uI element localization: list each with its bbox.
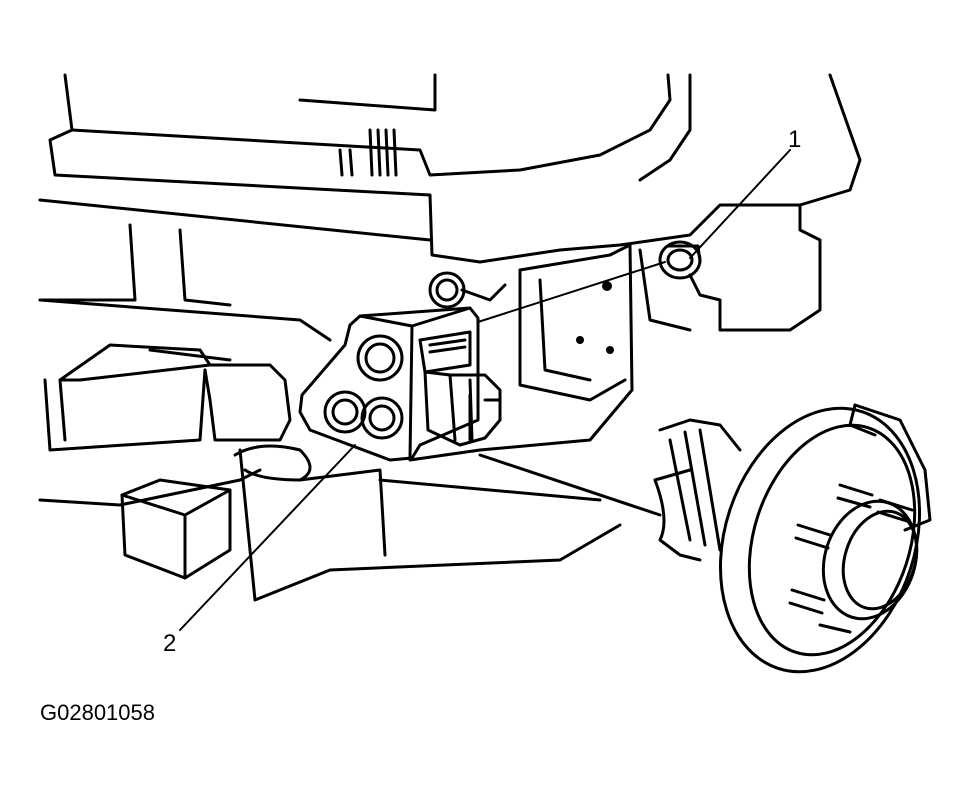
bracket-holes bbox=[576, 281, 614, 354]
left-chassis bbox=[40, 225, 620, 600]
sensor-bracket bbox=[300, 308, 478, 460]
hitch-receiver bbox=[122, 480, 230, 578]
callout-label-1: 1 bbox=[788, 126, 802, 153]
leader-line-2 bbox=[180, 445, 355, 630]
leader-line-axis bbox=[478, 262, 665, 322]
callout-label-2: 2 bbox=[163, 630, 177, 657]
axle-tube bbox=[480, 420, 740, 560]
body-panel bbox=[40, 75, 860, 262]
sensor-connector bbox=[420, 332, 500, 445]
frame-rail bbox=[410, 205, 820, 460]
brake-rotor bbox=[688, 382, 952, 697]
fastener-upper bbox=[430, 273, 505, 307]
leader-lines bbox=[180, 150, 790, 630]
figure-id: G02801058 bbox=[40, 700, 155, 725]
leader-line-1 bbox=[690, 150, 790, 258]
nut-item-1 bbox=[660, 242, 700, 278]
